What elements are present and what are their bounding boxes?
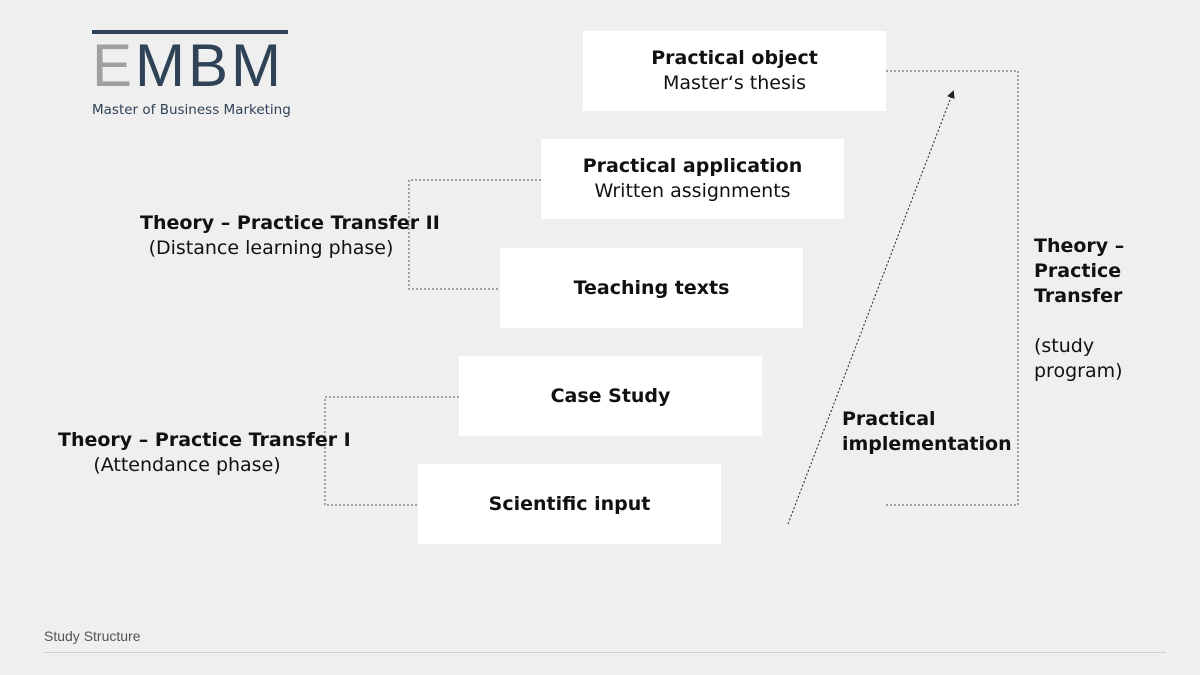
- label-transfer-ii: Theory – Practice Transfer II (Distance …: [140, 211, 440, 261]
- logo-letters: MBM: [135, 32, 285, 99]
- label-study-program-line3: Transfer: [1034, 285, 1123, 307]
- label-study-program-line1: Theory –: [1034, 235, 1125, 257]
- label-transfer-ii-subtitle: (Distance learning phase): [148, 237, 394, 259]
- box-practical-application-title: Practical application: [582, 155, 803, 177]
- box-practical-application-subtitle: Written assignments: [594, 180, 791, 202]
- label-transfer-i-subtitle: (Attendance phase): [93, 454, 281, 476]
- logo-subtitle: Master of Business Marketing: [92, 102, 291, 118]
- box-scientific-input: Scientific input: [418, 464, 721, 544]
- label-practical-implementation-line1: Practical: [842, 408, 936, 430]
- box-scientific-input-title: Scientific input: [488, 492, 651, 515]
- label-transfer-ii-title: Theory – Practice Transfer II: [140, 212, 440, 234]
- label-study-program-spacer: [1034, 309, 1124, 334]
- box-case-study-title: Case Study: [550, 384, 671, 407]
- box-case-study: Case Study: [459, 356, 762, 436]
- box-practical-object: Practical object Master‘s thesis: [583, 31, 886, 111]
- label-study-program-line4: (study: [1034, 335, 1095, 357]
- embm-logo: EMBM Master of Business Marketing: [92, 30, 292, 118]
- footer-title: Study Structure: [44, 628, 141, 644]
- label-study-program-line2: Practice: [1034, 260, 1122, 282]
- label-study-program-line5: program): [1034, 360, 1123, 382]
- implementation-arrow: [787, 90, 955, 525]
- label-study-program: Theory – Practice Transfer (study progra…: [1034, 234, 1124, 384]
- box-teaching-texts-title: Teaching texts: [573, 276, 730, 299]
- bracket-study-program: [886, 70, 1019, 506]
- logo-bar: [92, 30, 288, 34]
- bracket-transfer-i: [324, 396, 459, 506]
- logo-wordmark: EMBM: [92, 36, 292, 96]
- logo-letter-e: E: [92, 32, 136, 99]
- box-practical-application: Practical application Written assignment…: [541, 139, 844, 219]
- label-transfer-i: Theory – Practice Transfer I (Attendance…: [58, 428, 351, 478]
- label-transfer-i-title: Theory – Practice Transfer I: [58, 429, 351, 451]
- box-teaching-texts: Teaching texts: [500, 248, 803, 328]
- box-practical-object-subtitle: Master‘s thesis: [662, 72, 807, 94]
- box-practical-object-title: Practical object: [651, 47, 818, 69]
- bracket-transfer-ii: [408, 179, 541, 290]
- label-practical-implementation-line2: implementation: [842, 433, 1012, 455]
- footer-divider: [44, 652, 1166, 653]
- label-practical-implementation: Practical implementation: [842, 407, 1012, 457]
